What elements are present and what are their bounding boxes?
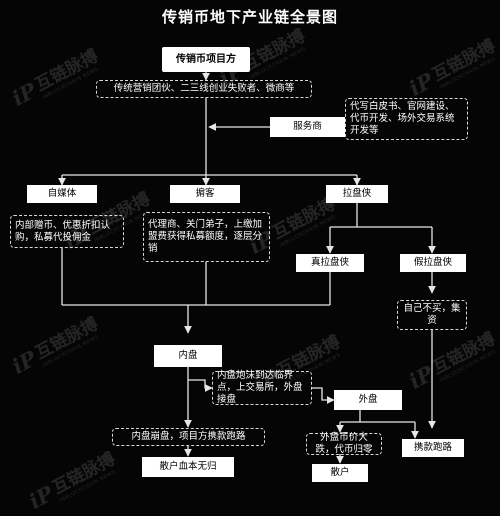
node-fake-pump-desc: 自己不买，集资: [397, 300, 467, 330]
node-abscond: 携款跑路: [402, 439, 464, 457]
diagram-title: 传销币地下产业链全景图: [161, 8, 338, 26]
node-project-side: 传销币项目方: [162, 47, 250, 72]
node-service-provider: 服务商: [270, 117, 345, 137]
arrow-to-listing-note: [188, 379, 213, 392]
node-outer-loss: 散户: [312, 464, 368, 482]
node-pump-dump: 拉盘侠: [326, 185, 388, 203]
node-services: 代写白皮书、官网建设、代币开发、场外交易系统开发等: [345, 98, 468, 140]
node-self-media-desc: 内部赠币、优惠折扣认购，私募代投佣金: [10, 215, 124, 248]
node-outer-crash: 外盘币价大跌，代币归零: [306, 432, 382, 455]
connector-lines: [58, 72, 436, 464]
node-inner-loss: 散户血本无归: [142, 457, 234, 477]
node-real-pump: 真拉盘侠: [296, 254, 364, 272]
node-inner-market: 内盘: [154, 345, 222, 367]
node-origin-teams: 传统营销团伙、二三线创业失败者、微商等: [96, 80, 312, 98]
node-self-media: 自媒体: [27, 185, 97, 203]
node-broker: 掮客: [170, 185, 240, 203]
arrow-to-outer: [312, 387, 335, 404]
node-listing-note: 内盘炮沫到达临界点，上交易所，外盘接盘: [212, 370, 312, 405]
node-broker-desc: 代理商、关门弟子，上缴加盟费获得私募额度，逐层分销: [143, 212, 270, 262]
node-fake-pump: 假拉盘侠: [400, 254, 466, 272]
node-inner-exit: 内盘崩盘，项目方携款跑路: [112, 428, 265, 446]
node-outer-market: 外盘: [334, 390, 402, 410]
